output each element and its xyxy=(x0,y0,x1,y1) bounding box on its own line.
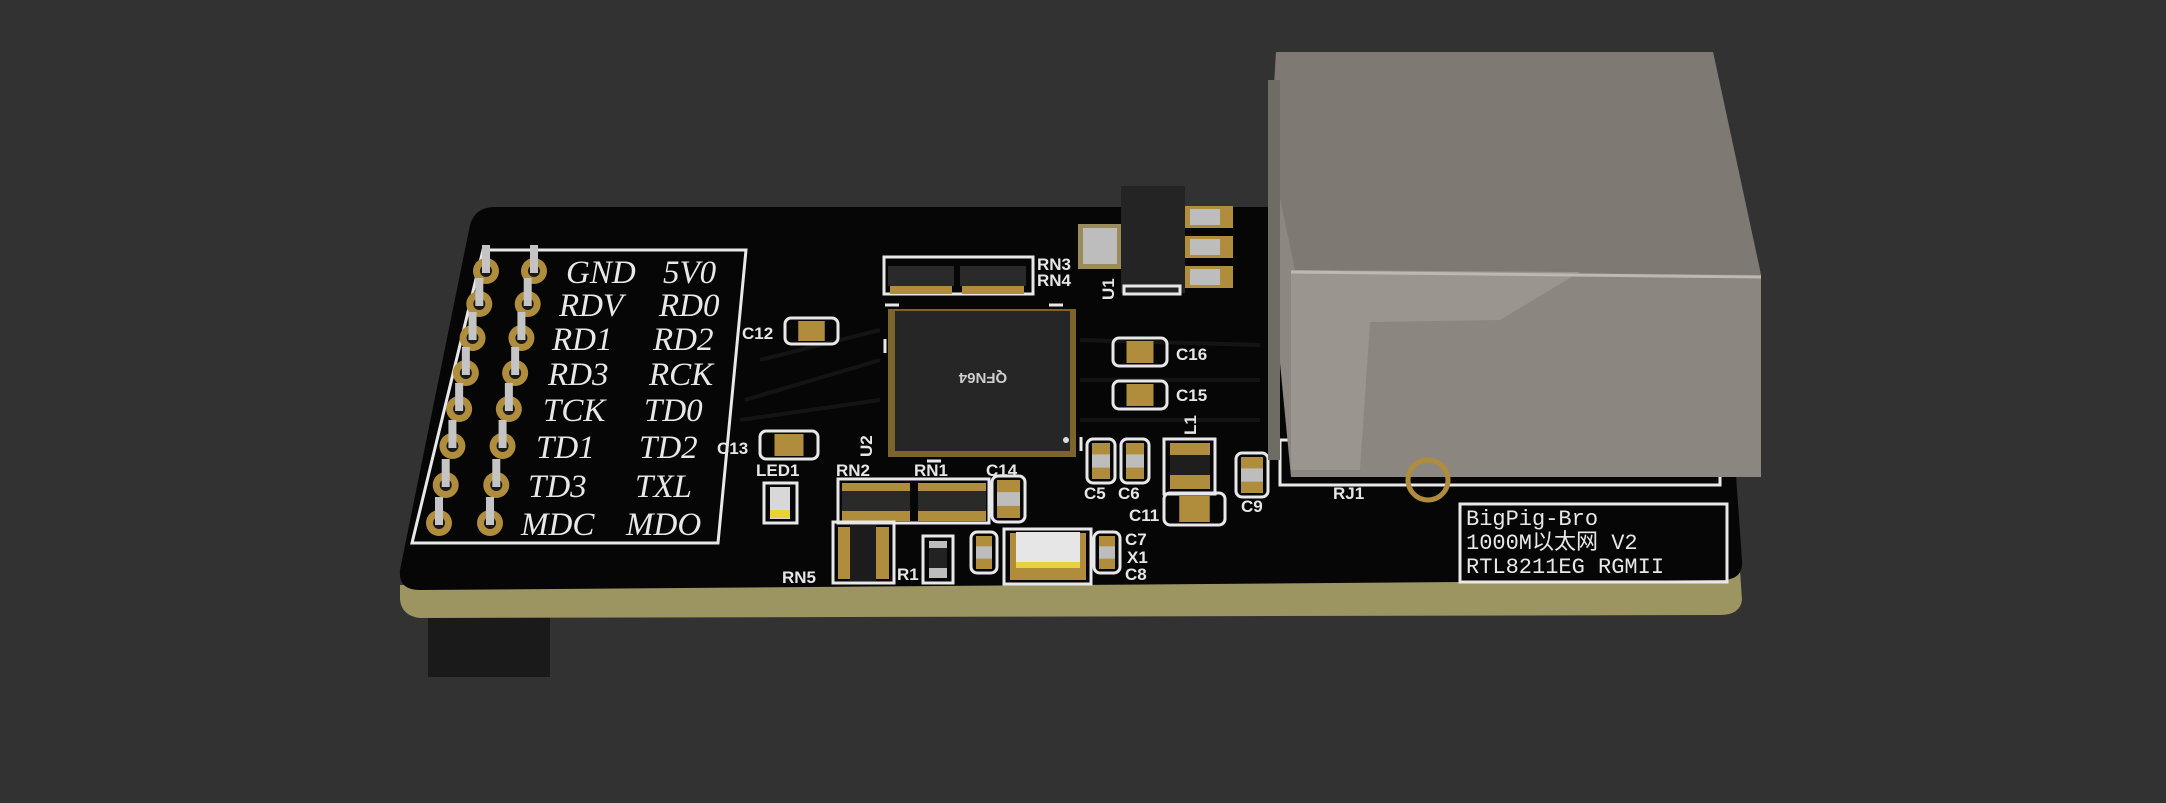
header-pin xyxy=(486,497,494,525)
header-pin xyxy=(530,245,538,273)
capacitor-c12 xyxy=(798,321,825,341)
header-label-left: TCK xyxy=(543,393,607,429)
capacitor-c11 xyxy=(1179,496,1210,522)
header-label-right: TD2 xyxy=(639,430,698,466)
capacitor-c7-body xyxy=(976,546,992,559)
header-label-left: RDV xyxy=(558,288,627,324)
capacitor-c16 xyxy=(1126,341,1154,363)
header-pin xyxy=(492,459,501,487)
ref-c8: C8 xyxy=(1125,565,1147,584)
header-pin xyxy=(504,383,513,411)
header-label-left: GND xyxy=(566,255,636,291)
board-label-box xyxy=(1458,502,1729,584)
header-label-right: TD0 xyxy=(644,393,703,429)
capacitor-c8-body xyxy=(1099,546,1115,559)
header-label-left: TD3 xyxy=(528,469,587,505)
board-label-line3: RTL8211EG RGMII xyxy=(1466,555,1664,580)
header-label-right: TXL xyxy=(635,469,692,505)
ref-rn1: RN1 xyxy=(914,461,948,480)
header-pin xyxy=(517,312,526,340)
ref-rn2: RN2 xyxy=(836,461,870,480)
ref-c12: C12 xyxy=(742,324,773,343)
chip-marking: QFN64 xyxy=(958,369,1007,386)
ref-c15: C15 xyxy=(1176,386,1207,405)
ref-rn3: RN3 xyxy=(1037,255,1071,274)
r1-resistor xyxy=(921,534,955,585)
header-pin xyxy=(461,347,470,375)
header-pin xyxy=(468,312,477,340)
traces xyxy=(739,328,1261,422)
ref-rj1: RJ1 xyxy=(1333,484,1364,503)
pin-header xyxy=(426,245,547,536)
capacitor-c9-body xyxy=(1241,468,1263,482)
header-pin xyxy=(448,420,457,448)
capacitor-c6-outline xyxy=(1119,437,1151,485)
ref-c16: C16 xyxy=(1176,345,1207,364)
ref-rn5: RN5 xyxy=(782,568,816,587)
ref-c9: C9 xyxy=(1241,497,1263,516)
capacitor-c7-outline xyxy=(969,530,999,575)
led1 xyxy=(762,481,799,525)
capacitor-c14-outline xyxy=(990,474,1027,524)
rn3-rn4-resistor-arrays xyxy=(882,255,1035,296)
header-label-right: MDO xyxy=(625,507,701,543)
capacitor-c15-outline xyxy=(1111,379,1169,411)
x1-crystal xyxy=(1002,527,1093,586)
ref-u1: U1 xyxy=(1099,278,1118,300)
header-label-right: RCK xyxy=(648,357,715,393)
ref-r1: R1 xyxy=(897,565,919,584)
header-label-right: RD0 xyxy=(658,288,720,324)
header-label-right: RD2 xyxy=(652,322,714,358)
header-pin xyxy=(435,497,443,525)
header-label-right: 5V0 xyxy=(663,255,717,291)
ref-led1: LED1 xyxy=(756,461,799,480)
header-label-left: RD1 xyxy=(551,322,613,358)
ref-c14: C14 xyxy=(986,461,1018,480)
header-pin xyxy=(475,278,484,306)
capacitor-c16-outline xyxy=(1111,336,1169,368)
capacitor-c8-outline xyxy=(1092,530,1122,575)
capacitor-c9-outline xyxy=(1234,451,1270,499)
header-pin xyxy=(441,459,450,487)
capacitor-c15 xyxy=(1126,384,1154,406)
capacitor-c5-outline xyxy=(1085,437,1117,485)
rn1-rn2-resistor-arrays xyxy=(836,477,991,525)
ref-c6: C6 xyxy=(1118,484,1140,503)
capacitor-c12-outline xyxy=(783,316,840,346)
ref-u2: U2 xyxy=(857,435,876,457)
header-outline xyxy=(410,248,748,545)
ref-c13: C13 xyxy=(717,439,748,458)
ref-rn4: RN4 xyxy=(1037,271,1072,290)
capacitor-c14-body xyxy=(997,492,1020,506)
capacitors xyxy=(758,316,1270,575)
header-pin xyxy=(482,245,490,273)
board-label-line2: 1000M以太网 V2 xyxy=(1466,530,1638,556)
header-label-left: TD1 xyxy=(536,430,595,466)
ref-c11: C11 xyxy=(1129,506,1159,525)
rj45-connector xyxy=(1268,52,1762,503)
ref-x1: X1 xyxy=(1127,548,1148,567)
u1-regulator xyxy=(1078,186,1233,296)
ref-l1: L1 xyxy=(1181,415,1200,435)
capacitor-c13-outline xyxy=(758,429,820,461)
header-label-left: MDC xyxy=(520,507,595,543)
header-pin xyxy=(455,383,464,411)
capacitor-c5-body xyxy=(1092,454,1110,468)
capacitor-c6-body xyxy=(1126,454,1144,468)
board-label-line1: BigPig-Bro xyxy=(1466,507,1598,532)
u2-qfn-chip xyxy=(883,303,1083,463)
header-label-left: RD3 xyxy=(547,357,609,393)
rn5-resistor-array xyxy=(831,520,896,585)
ref-c7: C7 xyxy=(1125,530,1147,549)
header-pin xyxy=(498,420,507,448)
capacitor-c13 xyxy=(774,434,804,456)
l1-inductor xyxy=(1162,437,1217,496)
header-pin xyxy=(511,347,520,375)
header-pin xyxy=(523,278,532,306)
ref-c5: C5 xyxy=(1084,484,1106,503)
